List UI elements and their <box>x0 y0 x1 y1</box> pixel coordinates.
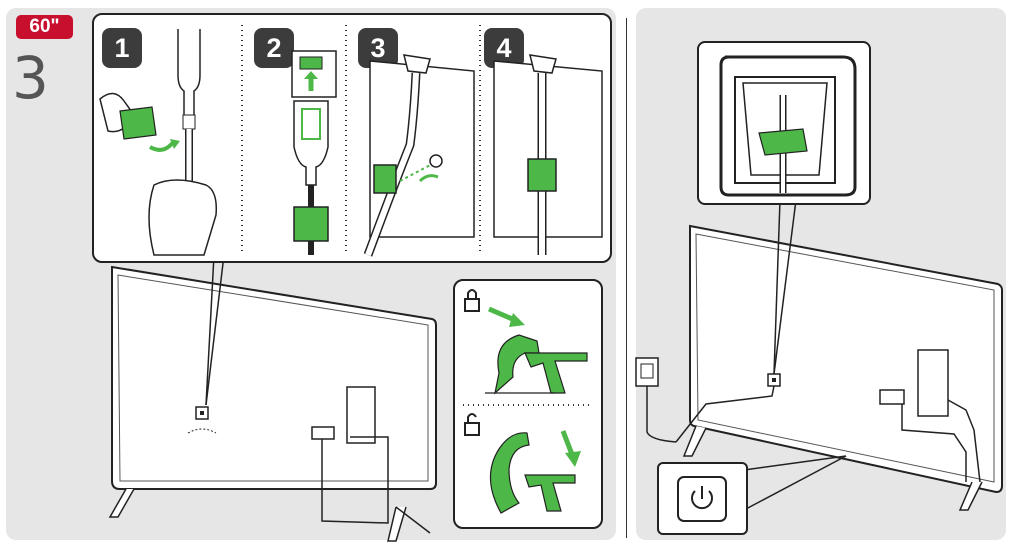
clip-lock-illustration <box>463 289 593 514</box>
sub-step-number: 3 <box>358 28 398 68</box>
steps-illustration <box>99 25 603 257</box>
sub-step-number: 2 <box>254 28 294 68</box>
power-panel <box>657 462 748 535</box>
size-badge: 60" <box>16 15 73 39</box>
sub-step-number: 1 <box>102 28 142 68</box>
tv-back-left <box>108 254 437 542</box>
section-divider <box>626 18 627 538</box>
power-icon <box>691 486 713 510</box>
steps-panel: 1 2 3 4 <box>92 13 612 263</box>
clip-lock-panel <box>453 279 603 529</box>
clip-zoom-panel <box>697 41 871 205</box>
power-button <box>677 476 727 522</box>
clip-zoom-illustration <box>719 55 857 197</box>
step-number: 3 <box>12 44 49 112</box>
lock-closed-icon <box>464 289 480 312</box>
tv-back-right <box>635 199 1003 511</box>
lock-open-icon <box>464 413 480 436</box>
